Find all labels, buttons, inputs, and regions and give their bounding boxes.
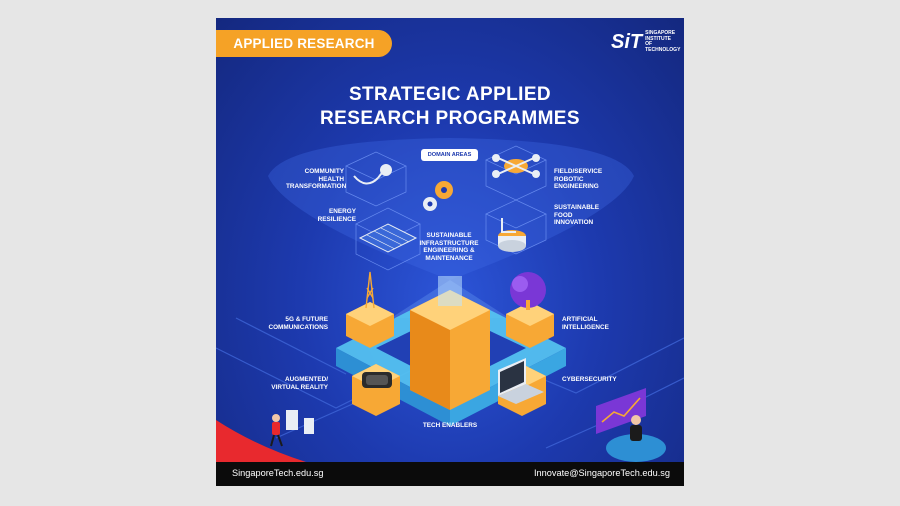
label-ar-vr: AUGMENTED/ VIRTUAL REALITY	[271, 376, 328, 391]
red-accent-shape	[216, 420, 306, 462]
page-title-line1: STRATEGIC APPLIED	[348, 84, 552, 105]
label-infrastructure: SUSTAINABLE INFRASTRUCTURE ENGINEERING &…	[419, 232, 479, 262]
page-title-line2: RESEARCH PROGRAMMES	[320, 108, 580, 129]
food-bowl-icon	[498, 218, 526, 252]
block-5g	[346, 302, 394, 348]
laptop-icon	[498, 358, 544, 404]
logo-mark: SiT	[611, 31, 643, 53]
gears-icon	[423, 181, 453, 211]
footer-bar: SingaporeTech.edu.sg Innovate@SingaporeT…	[216, 462, 684, 486]
isometric-scene	[216, 138, 684, 462]
logo-text: SINGAPORE INSTITUTE OF TECHNOLOGY	[645, 30, 681, 53]
data-dashboard-icon	[596, 388, 646, 434]
label-field-robotic: FIELD/SERVICE ROBOTIC ENGINEERING	[554, 168, 603, 191]
central-server-tower	[410, 276, 490, 410]
label-energy: ENERGY RESILIENCE	[317, 208, 356, 223]
email-link[interactable]: Innovate@SingaporeTech.edu.sg	[533, 468, 670, 478]
label-food: SUSTAINABLE FOOD INNOVATION	[554, 204, 599, 227]
poster: APPLIED RESEARCH SiT SINGAPORE INSTITUTE…	[216, 18, 684, 486]
domain-areas-badge: DOMAIN AREAS	[421, 149, 478, 161]
block-ai	[506, 302, 554, 348]
projection-cone	[268, 138, 634, 280]
sit-logo: SiT SINGAPORE INSTITUTE OF TECHNOLOGY	[611, 30, 680, 54]
label-ai: ARTIFICIAL INTELLIGENCE	[562, 316, 609, 331]
person-icon	[606, 415, 666, 462]
label-5g: 5G & FUTURE COMMUNICATIONS	[268, 316, 328, 331]
label-cybersecurity: CYBERSECURITY	[562, 376, 617, 383]
label-tech-enablers: TECH ENABLERS	[422, 422, 478, 429]
label-community-health: COMMUNITY HEALTH TRANSFORMATION	[286, 168, 347, 191]
vr-headset-icon	[362, 372, 392, 388]
website-link[interactable]: SingaporeTech.edu.sg	[232, 468, 324, 478]
walking-person-icon	[270, 410, 314, 447]
top-bar: APPLIED RESEARCH SiT SINGAPORE INSTITUTE…	[216, 18, 684, 58]
drone-icon	[492, 154, 540, 178]
solar-panel-icon	[358, 223, 418, 253]
antenna-tower-icon	[365, 271, 375, 309]
stethoscope-icon	[353, 164, 392, 185]
applied-research-badge: APPLIED RESEARCH	[216, 30, 392, 57]
